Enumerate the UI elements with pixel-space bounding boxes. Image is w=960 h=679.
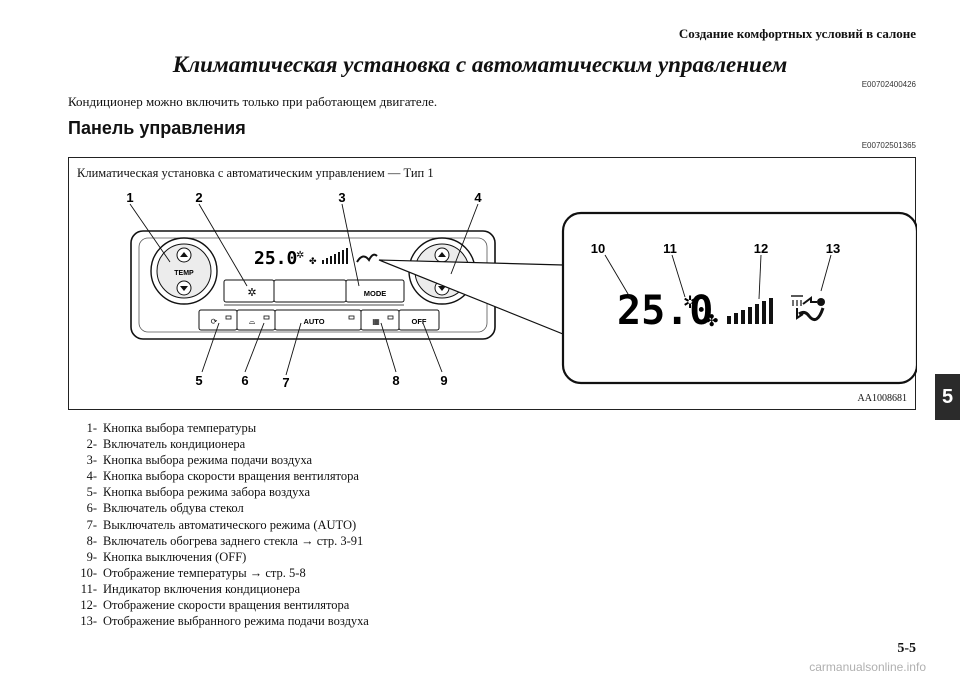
- lower-button-row: [198, 309, 440, 331]
- mode-button-label: MODE: [364, 289, 387, 298]
- callout-9: 9: [440, 373, 447, 388]
- legend-item-text: Отображение выбранного режима подачи воз…: [103, 614, 369, 629]
- section-title: Панель управления: [68, 118, 246, 138]
- legend-item: 7- Выключатель автоматического режима (AU…: [72, 517, 369, 533]
- panel-fan-bars: [322, 248, 348, 264]
- legend-item-number: 5-: [86, 485, 97, 500]
- legend-item-number: 4-: [86, 469, 97, 484]
- legend-item-text: Кнопка выбора режима подачи воздуха: [103, 453, 313, 468]
- legend-item-number: 9-: [86, 549, 97, 564]
- zoom-mode-icon: [791, 295, 825, 322]
- legend-item-number: 8-: [86, 533, 97, 548]
- panel-temp-display: 25.0: [254, 248, 297, 269]
- legend-item-number: 11-: [80, 581, 97, 596]
- legend-item-text: Кнопка выбора температуры: [103, 421, 257, 435]
- watermark-text: carmanualsonline.info: [809, 660, 926, 674]
- zoom-display-box: [561, 211, 917, 385]
- legend-item: 1- Кнопка выбора температуры: [72, 420, 369, 436]
- defrost-icon: ⌓: [249, 317, 256, 326]
- legend-item: 13- Отображение выбранного режима подачи …: [72, 613, 369, 629]
- figure-id: AA1008681: [857, 393, 907, 404]
- legend-item: 5- Кнопка выбора режима забора воздуха: [72, 484, 369, 500]
- off-button-label: OFF: [412, 317, 427, 326]
- panel-ac-icon: ✲: [296, 250, 304, 261]
- legend-item: 3- Кнопка выбора режима подачи воздуха: [72, 452, 369, 468]
- legend-item: 8- Включатель обогрева заднего стекла → с…: [72, 533, 369, 549]
- legend-item-number: 1-: [86, 421, 97, 435]
- upper-button-row: [223, 279, 405, 303]
- lower-row-indicators: [225, 315, 394, 320]
- legend-item-number: 12-: [80, 598, 97, 613]
- callout-3: 3: [338, 190, 345, 205]
- panel-fan-icon: ✤: [309, 257, 317, 267]
- callout-11: 11: [663, 241, 677, 256]
- legend-item-text: Кнопка выбора режима забора воздуха: [103, 485, 311, 500]
- legend-item-number: 2-: [86, 437, 97, 452]
- legend-item-text: Кнопка выключения (OFF): [103, 549, 247, 564]
- legend-item-text: Выключатель автоматического режима (AUTO…: [103, 517, 357, 532]
- legend-item-number: 10-: [80, 565, 97, 580]
- legend-item-text: Индикатор включения кондиционера: [103, 581, 301, 596]
- section-code: E00702501365: [861, 141, 916, 150]
- legend-item: 11- Индикатор включения кондиционера: [72, 581, 369, 597]
- legend-item-number: 6-: [86, 501, 97, 516]
- zoom-fan-icon: ✤: [705, 311, 718, 330]
- intro-text: Кондиционер можно включить только при ра…: [68, 94, 438, 109]
- legend-item: 9- Кнопка выключения (OFF): [72, 549, 369, 565]
- air-intake-icon: ⟳: [211, 317, 218, 326]
- callout-6: 6: [241, 373, 248, 388]
- temp-label: TEMP: [174, 270, 194, 277]
- callout-5: 5: [195, 373, 202, 388]
- callout-10: 10: [591, 241, 605, 256]
- legend-item: 4- Кнопка выбора скорости вращения вентил…: [72, 468, 369, 484]
- control-panel-diagram: TEMP 25.0 ✲ ✤: [126, 190, 917, 390]
- zoom-fan-speed-bars: [727, 298, 773, 324]
- legend-item: 6- Включатель обдува стекол: [72, 500, 369, 516]
- callout-4: 4: [474, 190, 482, 205]
- page-number: 5-5: [897, 641, 916, 656]
- legend-item-text: Включатель кондиционера: [103, 437, 246, 452]
- control-panel-figure: Климатическая установка с автоматическим…: [68, 157, 917, 410]
- callout-12: 12: [754, 241, 768, 256]
- chapter-tab: 5: [935, 374, 960, 420]
- callout-7: 7: [282, 375, 289, 390]
- page-title: Климатическая установка с автоматическим…: [172, 52, 788, 77]
- callout-13: 13: [826, 241, 840, 256]
- legend-item-number: 7-: [86, 517, 97, 532]
- callout-1: 1: [126, 190, 133, 205]
- temp-dial: [150, 237, 218, 305]
- leader-lines: [129, 203, 832, 376]
- legend-item-text: Отображение скорости вращения вентилятор…: [103, 598, 350, 613]
- legend-item: 12- Отображение скорости вращения вентиля…: [72, 597, 369, 613]
- legend-item-number: 13-: [80, 614, 97, 629]
- zoom-ac-indicator-icon: ✲: [683, 293, 697, 313]
- legend-item-text: Отображение температуры → стр. 5-8: [103, 565, 306, 580]
- legend-item-number: 3-: [86, 453, 97, 468]
- legend-item-text: Включатель обдува стекол: [103, 501, 244, 516]
- legend-list: 1- Кнопка выбора температуры 2- Включатель …: [72, 420, 369, 629]
- auto-button-label: AUTO: [303, 317, 324, 326]
- rear-defog-icon: ▦: [372, 317, 380, 326]
- legend-item: 2- Включатель кондиционера: [72, 436, 369, 452]
- zoom-temp-display: 25.0: [617, 288, 713, 334]
- callout-8: 8: [392, 373, 399, 388]
- legend-item-text: Включатель обогрева заднего стекла → стр…: [103, 533, 364, 548]
- figure-caption: Климатическая установка с автоматическим…: [77, 166, 434, 180]
- running-header: Создание комфортных условий в салоне: [678, 26, 916, 41]
- callout-2: 2: [195, 190, 202, 205]
- legend-item-text: Кнопка выбора скорости вращения вентилят…: [103, 469, 359, 484]
- legend-item: 10- Отображение температуры → стр. 5-8: [72, 565, 369, 581]
- title-code: E00702400426: [861, 80, 916, 89]
- panel-mode-icon: [356, 253, 378, 263]
- ac-button-icon: ✲: [247, 286, 256, 299]
